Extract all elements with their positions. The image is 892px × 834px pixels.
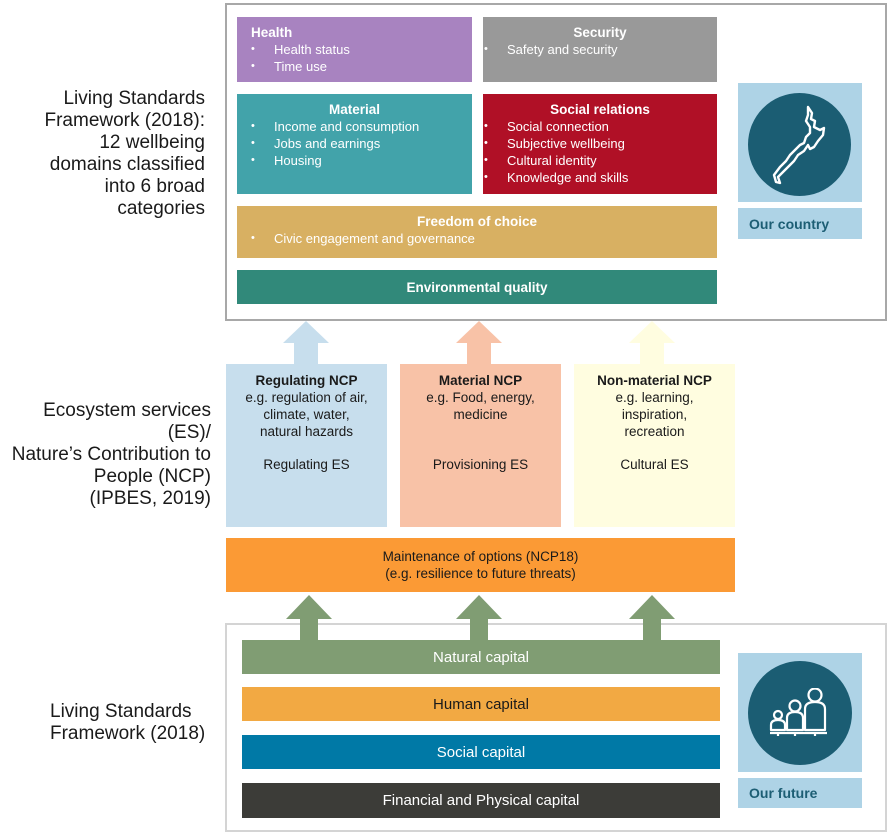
cultural-es-label: Cultural ES (620, 457, 689, 472)
material-item: Income and consumption (237, 118, 472, 135)
ncp-desc-line: inspiration, (621, 407, 688, 422)
natural-capital-label: Natural capital (433, 648, 529, 666)
security-box: Security Safety and security (483, 17, 717, 82)
non-material-ncp-box: Non-material NCP e.g. learning, inspirat… (574, 364, 735, 527)
health-title: Health (251, 25, 293, 40)
material-item: Housing (237, 152, 472, 169)
label-line: Framework (2018): (44, 110, 206, 131)
maintenance-line: Maintenance of options (NCP18) (382, 549, 579, 564)
health-item: Health status (237, 41, 472, 58)
material-ncp-box: Material NCP e.g. Food, energy, medicine… (400, 364, 561, 527)
health-box: Health Health status Time use (237, 17, 472, 82)
our-country-panel (738, 83, 862, 202)
our-future-circle (748, 661, 852, 765)
ncp-desc-line: natural hazards (259, 424, 354, 439)
human-capital-bar: Human capital (242, 687, 720, 721)
label-line: People (NCP) (93, 466, 211, 487)
side-label-lsf-wellbeing: Living Standards Framework (2018): 12 we… (0, 88, 206, 220)
side-label-lsf-capitals: Living Standards Framework (2018) (50, 701, 210, 745)
non-material-arrow (629, 321, 675, 368)
natural-capital-bar: Natural capital (242, 640, 720, 674)
maintenance-of-options-bar: Maintenance of options (NCP18) (e.g. res… (226, 538, 735, 592)
material-ncp-title: Material NCP (438, 373, 523, 388)
maintenance-line: (e.g. resilience to future threats) (385, 566, 576, 581)
material-title: Material (328, 102, 381, 117)
freedom-of-choice-box: Freedom of choice Civic engagement and g… (237, 206, 717, 258)
label-line: Nature’s Contribution to (11, 444, 211, 465)
freedom-item: Civic engagement and governance (237, 230, 717, 247)
label-line: Living Standards (50, 701, 192, 722)
security-title: Security (573, 25, 627, 40)
label-line: Ecosystem services (ES)/ (43, 400, 211, 443)
regulating-es-label: Regulating ES (263, 457, 350, 472)
side-label-ecosystem-services: Ecosystem services (ES)/ Nature’s Contri… (0, 400, 211, 510)
material-box: Material Income and consumption Jobs and… (237, 94, 472, 194)
label-line: (IPBES, 2019) (89, 488, 211, 509)
label-line: 12 wellbeing (99, 132, 205, 153)
non-material-ncp-title: Non-material NCP (597, 373, 712, 388)
human-capital-label: Human capital (433, 695, 529, 713)
social-capital-label: Social capital (436, 743, 526, 761)
ncp-desc-line: e.g. Food, energy, (426, 390, 535, 405)
environment-title: Environmental quality (406, 279, 548, 295)
social-item: Subjective wellbeing (470, 135, 717, 152)
social-item: Cultural identity (470, 152, 717, 169)
green-arrow (286, 595, 332, 642)
green-arrow (456, 595, 502, 642)
environmental-quality-box: Environmental quality (237, 270, 717, 304)
label-line: Living Standards (63, 88, 205, 109)
our-future-panel (738, 653, 862, 772)
label-line: into 6 broad (104, 176, 205, 197)
material-arrow (456, 321, 502, 368)
regulating-arrow (283, 321, 329, 368)
social-capital-bar: Social capital (242, 735, 720, 769)
our-future-label: Our future (738, 778, 862, 808)
ncp-desc-line: medicine (453, 407, 508, 422)
ncp-desc-line: recreation (624, 424, 685, 439)
regulating-ncp-title: Regulating NCP (255, 373, 358, 388)
social-relations-box: Social relations Social connection Subje… (483, 94, 717, 194)
family-generations-icon (769, 688, 827, 736)
our-country-circle (748, 93, 851, 196)
health-item: Time use (237, 58, 472, 75)
ncp-desc-line: e.g. regulation of air, (245, 390, 368, 405)
ncp-desc-line: e.g. learning, (615, 390, 694, 405)
ncp-desc-line: climate, water, (263, 407, 350, 422)
green-arrow (629, 595, 675, 642)
freedom-title: Freedom of choice (416, 214, 538, 229)
regulating-ncp-box: Regulating NCP e.g. regulation of air, c… (226, 364, 387, 527)
new-zealand-map-icon (772, 105, 825, 184)
our-country-label: Our country (738, 208, 862, 239)
provisioning-es-label: Provisioning ES (432, 457, 529, 472)
label-line: Framework (2018) (50, 723, 206, 744)
material-item: Jobs and earnings (237, 135, 472, 152)
label-line: categories (117, 198, 205, 219)
financial-capital-label: Financial and Physical capital (382, 792, 580, 809)
social-item: Knowledge and skills (470, 169, 717, 186)
social-relations-title: Social relations (550, 102, 650, 117)
social-item: Social connection (470, 118, 717, 135)
security-item: Safety and security (470, 41, 717, 58)
financial-physical-capital-bar: Financial and Physical capital (242, 783, 720, 818)
label-line: domains classified (49, 154, 205, 175)
